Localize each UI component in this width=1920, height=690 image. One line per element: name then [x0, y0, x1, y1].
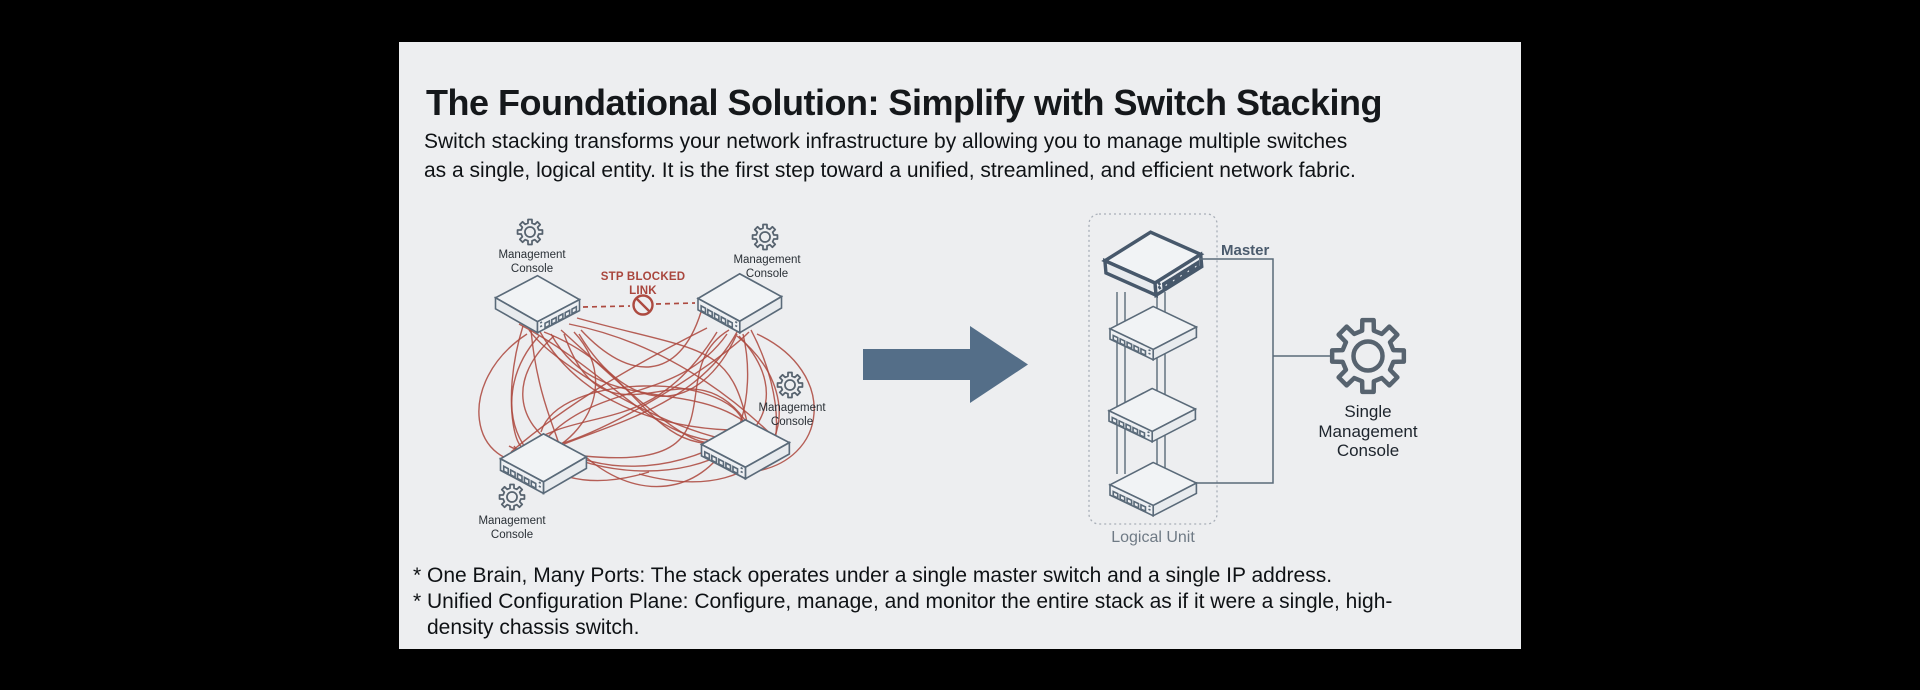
- diagram-canvas: [478, 213, 1521, 525]
- management-console-label: Management Console: [733, 254, 801, 280]
- presentation-slide: The Foundational Solution: Simplify with…: [399, 42, 1521, 649]
- stack-switch-2: [1109, 305, 1198, 361]
- gear-icon: [751, 223, 779, 251]
- bullet-item-continuation: density chassis switch.: [427, 616, 640, 639]
- switch-top-right: [697, 272, 783, 334]
- management-console-label: Management Console: [498, 249, 566, 275]
- bullet-list: * One Brain, Many Ports: The stack opera…: [413, 563, 1508, 641]
- bullet-item: * Unified Configuration Plane: Configure…: [413, 590, 1393, 613]
- management-console-label: Management Console: [758, 402, 826, 428]
- logical-unit-label: Logical Unit: [1111, 529, 1195, 546]
- stack-switch-master: [1101, 226, 1206, 302]
- gear-icon: [776, 371, 804, 399]
- gear-icon: [516, 218, 544, 246]
- management-connectors: [1196, 258, 1333, 484]
- blocked-link-icon: [632, 294, 654, 316]
- bullet-item: * One Brain, Many Ports: The stack opera…: [413, 564, 1333, 587]
- intro-line-1: Switch stacking transforms your network …: [424, 130, 1348, 153]
- gear-icon: [1332, 320, 1404, 392]
- management-console-label: Management Console: [478, 515, 546, 541]
- single-management-console-label: Single Management Console: [1318, 402, 1418, 460]
- stp-blocked-label: STP BLOCKED LINK: [600, 271, 686, 297]
- stacking-cables: [1116, 292, 1166, 474]
- stack-switch-4: [1109, 461, 1198, 517]
- transform-arrow-icon: [863, 326, 1028, 403]
- stp-blocked-link: [582, 294, 696, 316]
- page-title: The Foundational Solution: Simplify with…: [426, 82, 1383, 123]
- stack-switch-3: [1108, 387, 1197, 443]
- switch-top-left: [494, 274, 581, 334]
- intro-paragraph: Switch stacking transforms your network …: [424, 128, 1509, 185]
- intro-line-2: as a single, logical entity. It is the f…: [424, 158, 1356, 182]
- gear-icon: [498, 483, 526, 511]
- master-label: Master: [1221, 242, 1270, 259]
